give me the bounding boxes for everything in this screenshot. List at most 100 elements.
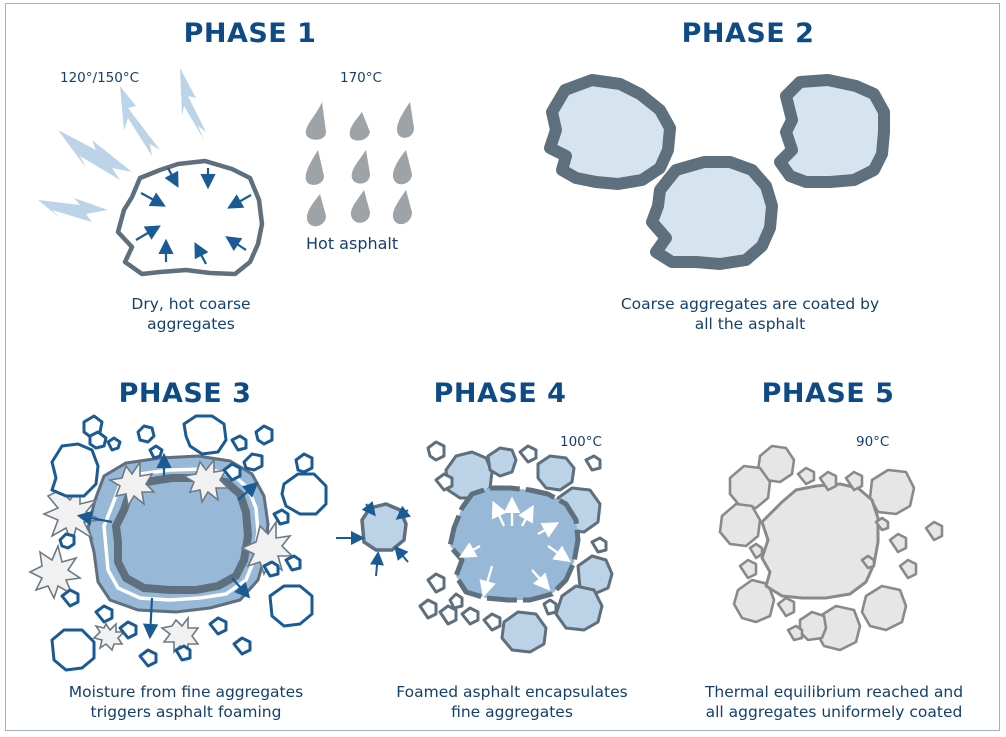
- asphalt-drop-icon: [351, 150, 370, 184]
- burst-icon: [181, 457, 230, 505]
- arrow-icon: [537, 522, 560, 538]
- phase4-caption-line2: fine aggregates: [451, 703, 573, 721]
- asphalt-drop-icon: [392, 190, 412, 225]
- hot-asphalt-drops: [305, 102, 414, 227]
- phase1-caption: Dry, hot coarse aggregates: [72, 294, 310, 334]
- coarse-aggregate-dry: [115, 158, 265, 277]
- fine-aggregate: [818, 470, 838, 492]
- phase1-temp-asphalt: 170°C: [340, 70, 382, 86]
- phase5-caption-line2: all aggregates uniformely coated: [705, 703, 963, 721]
- fine-aggregate: [874, 516, 890, 532]
- phase1-temp-aggregates: 120°/150°C: [60, 70, 140, 86]
- asphalt-drop-icon: [350, 190, 370, 223]
- fine-aggregate: [254, 424, 274, 446]
- heat-bolt-icon: [120, 86, 160, 156]
- fine-aggregate: [174, 644, 192, 662]
- fine-aggregate: [242, 452, 264, 472]
- fine-aggregate: [426, 440, 446, 462]
- phase1-moisture-arrows: [135, 167, 252, 265]
- fine-aggregate: [50, 628, 96, 672]
- arrow-icon: [140, 192, 166, 207]
- phase1-caption-line1: Dry, hot coarse: [131, 295, 251, 313]
- fine-aggregate: [148, 444, 164, 460]
- fine-aggregate: [118, 620, 138, 640]
- fine-aggregate: [786, 624, 804, 642]
- fine-aggregate: [460, 606, 480, 626]
- asphalt-drop-icon: [349, 112, 370, 141]
- foam-layer-inner: [102, 467, 260, 602]
- fine-aggregate: [728, 464, 772, 510]
- fine-aggregate: [284, 554, 302, 572]
- phase1-title: PHASE 1: [183, 18, 317, 49]
- fine-aggregate: [738, 558, 758, 580]
- fine-aggregate: [860, 554, 876, 570]
- fine-aggregate: [898, 558, 918, 580]
- fine-aggregate: [796, 466, 816, 486]
- heat-bolt-icon: [58, 130, 132, 180]
- arrow-icon: [491, 500, 508, 527]
- fine-aggregate: [268, 584, 314, 628]
- arrow-icon: [142, 597, 159, 640]
- phase4-caption-line1: Foamed asphalt encapsulates: [396, 683, 628, 701]
- asphalt-drop-icon: [396, 102, 414, 138]
- fine-aggregate: [590, 536, 608, 554]
- phase3-caption-line2: triggers asphalt foaming: [90, 703, 282, 721]
- phase3-steam-bursts: [28, 457, 294, 654]
- fine-aggregate: [518, 444, 538, 464]
- phase4-temp: 100°C: [560, 434, 602, 450]
- burst-icon: [240, 519, 294, 577]
- phase3-title: PHASE 3: [118, 378, 252, 409]
- fine-aggregate: [444, 450, 494, 500]
- fine-aggregate: [136, 424, 156, 444]
- coated-aggregate: [646, 156, 778, 270]
- foamed-aggregate-core: [447, 485, 581, 603]
- phase5-caption: Thermal equilibrium reached and all aggr…: [680, 682, 988, 722]
- coated-aggregate: [544, 74, 676, 190]
- fine-aggregate: [554, 584, 604, 632]
- arrow-icon: [479, 565, 496, 598]
- fine-aggregate: [482, 612, 502, 632]
- fine-aggregate: [262, 560, 280, 578]
- fine-aggregate: [58, 532, 76, 550]
- arrow-icon: [458, 542, 481, 558]
- fine-aggregate: [138, 648, 158, 668]
- phase4-caption: Foamed asphalt encapsulates fine aggrega…: [370, 682, 654, 722]
- phase5-temp: 90°C: [856, 434, 890, 450]
- fine-aggregate: [106, 436, 122, 452]
- arrow-icon: [135, 225, 161, 241]
- heat-bolt-icon: [38, 198, 108, 222]
- arrow-icon: [76, 510, 113, 526]
- arrow-icon: [227, 194, 252, 209]
- burst-icon: [107, 459, 156, 509]
- phase3-caption: Moisture from fine aggregates triggers a…: [44, 682, 328, 722]
- phase4-title: PHASE 4: [433, 378, 567, 409]
- fine-aggregate: [860, 584, 908, 632]
- fine-aggregate: [272, 508, 290, 526]
- small-aggregate-transfer: [336, 501, 411, 577]
- fine-aggregate: [182, 414, 228, 456]
- arrow-icon: [225, 236, 247, 252]
- fine-aggregate: [88, 430, 108, 450]
- burst-icon: [92, 622, 126, 652]
- arrow-icon: [370, 551, 384, 577]
- phase2-caption-line2: all the asphalt: [694, 315, 806, 333]
- asphalt-drop-icon: [305, 102, 326, 140]
- arrow-icon: [531, 569, 551, 591]
- fine-aggregate: [280, 472, 328, 516]
- phase2-caption-line1: Coarse aggregates are coated by: [620, 295, 880, 313]
- fine-aggregate: [294, 452, 314, 474]
- fine-aggregate: [360, 502, 408, 552]
- coarse-aggregate-core: [760, 482, 880, 600]
- fine-aggregate: [718, 502, 762, 548]
- phase1-heat-rays: [38, 68, 206, 222]
- arrow-icon: [194, 242, 209, 265]
- phase3-fine-aggregates: [50, 414, 328, 672]
- phase5-equilibrium: [718, 444, 944, 652]
- fine-aggregate: [222, 462, 242, 482]
- phase2-coated-aggregates: [544, 74, 890, 270]
- phase5-caption-line1: Thermal equilibrium reached and: [704, 683, 964, 701]
- arrow-icon: [231, 577, 251, 599]
- fine-aggregate: [748, 542, 764, 560]
- fine-aggregate: [50, 442, 100, 498]
